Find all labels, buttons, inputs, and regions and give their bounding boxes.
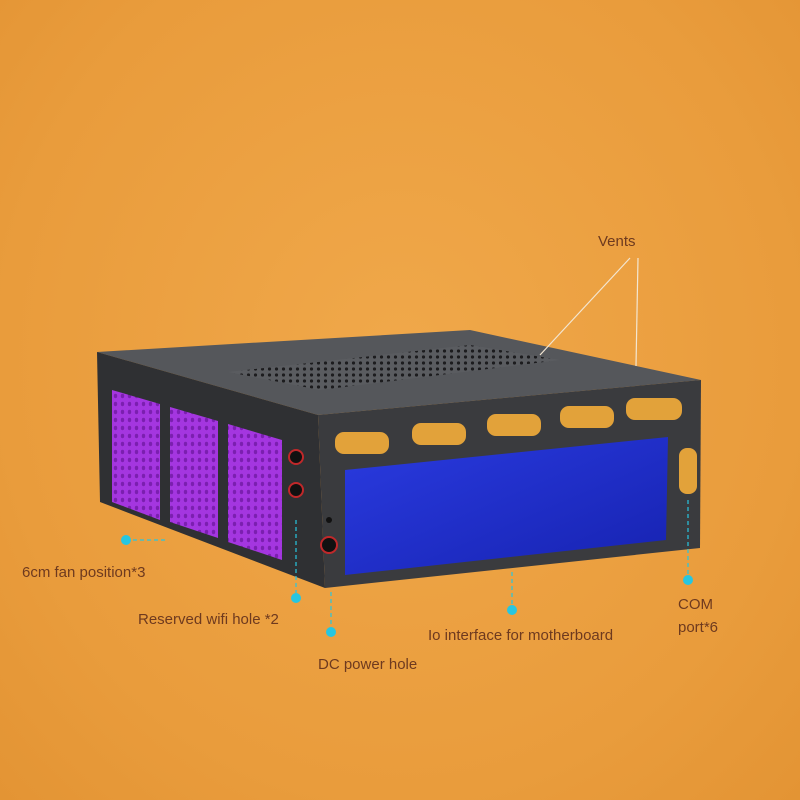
com-port-3 (487, 414, 541, 436)
dc-label: DC power hole (318, 656, 418, 673)
com-marker-dot (683, 575, 693, 585)
fan-grill-1 (112, 390, 160, 520)
wifi-marker-dot (291, 593, 301, 603)
io-marker-dot (507, 605, 517, 615)
wifi-label: Reserved wifi hole *2 (138, 611, 279, 628)
com-label-line2: port*6 (678, 619, 719, 636)
io-panel (345, 437, 668, 575)
fan-label: 6cm fan position*3 (22, 564, 146, 581)
io-label: Io interface for motherboard (428, 627, 614, 644)
wifi-hole-1 (288, 449, 304, 465)
small-hole (326, 517, 332, 523)
com-label-line1: COM (678, 596, 713, 613)
wifi-hole-2 (288, 482, 304, 498)
com-port-4 (560, 406, 614, 428)
marker-lines (126, 500, 689, 632)
dc-power-hole (320, 536, 338, 554)
vents-label: Vents (598, 233, 636, 250)
fan-grill-3 (228, 424, 282, 560)
com-port-2 (412, 423, 466, 445)
dc-marker-dot (326, 627, 336, 637)
com-port-5 (626, 398, 682, 420)
fan-marker-dot (121, 535, 131, 545)
top-vents (228, 345, 560, 390)
vents-leader-lines (539, 257, 639, 367)
com-ports (335, 398, 697, 494)
com-port-6 (679, 448, 697, 494)
fan-grill-2 (170, 407, 218, 538)
com-port-1 (335, 432, 389, 454)
